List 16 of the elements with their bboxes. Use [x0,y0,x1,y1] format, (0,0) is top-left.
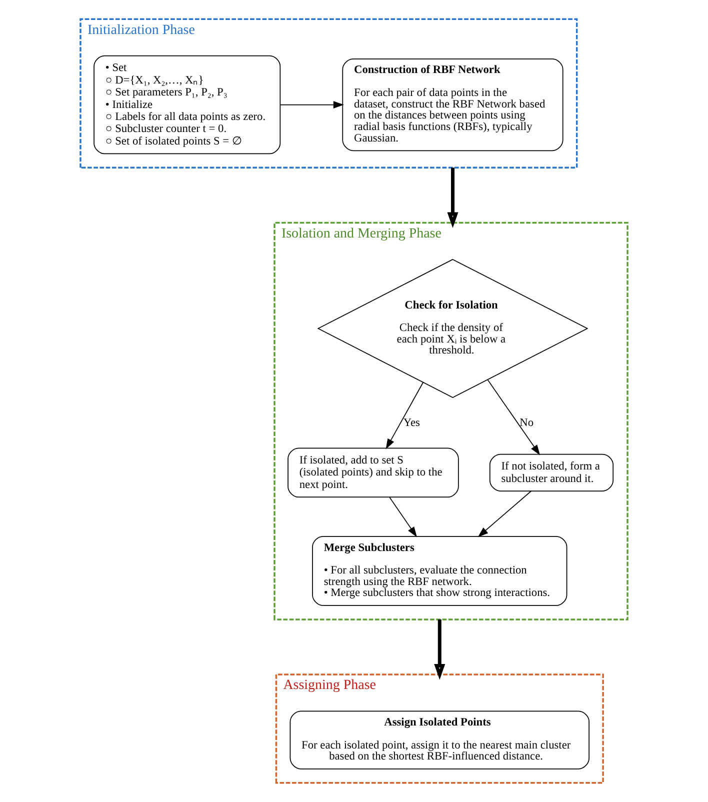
node-box: If isolated, add to set S (isolated points) and skip to the next point. [288,448,459,498]
arrow [389,496,418,538]
node-box: Assign Isolated Points For each isolated point, assign it to the nearest main cluster based on the shortest RBF-influenced distance. [290,710,590,770]
node-box: Merge Subclusters • For all subclusters, evaluate the connection strength using the RBF network. • Merge subclusters that show strong interactions. [312,536,568,606]
node-diamond: Check for Isolation Check if the density of each point Xᵢ is below a threshold. [317,258,588,398]
edge-label: No [520,416,534,429]
arrow [487,380,540,456]
node-box: Construction of RBF Network For each pair of data points in the dataset, construct the RBF Network based on the distances between points using radial basis functions (RBFs), typically Gaussian. [342,58,564,152]
arrow [434,619,446,680]
arrow [280,101,344,108]
arrow [478,490,532,538]
arrow [386,382,424,450]
node-box: If not isolated, form a subcluster around it. [489,454,614,492]
arrow [447,168,458,228]
edge-label: Yes [403,416,420,429]
node-box: • Set ○ D={X₁, X₂,…, Xₙ} ○ Set parameters P₁, P₂, P₃ • Initialize ○ Labels for all data points as zero. ○ Subcluster counter t = 0. ○ Set of isolated points S = ∅ [94,55,281,154]
